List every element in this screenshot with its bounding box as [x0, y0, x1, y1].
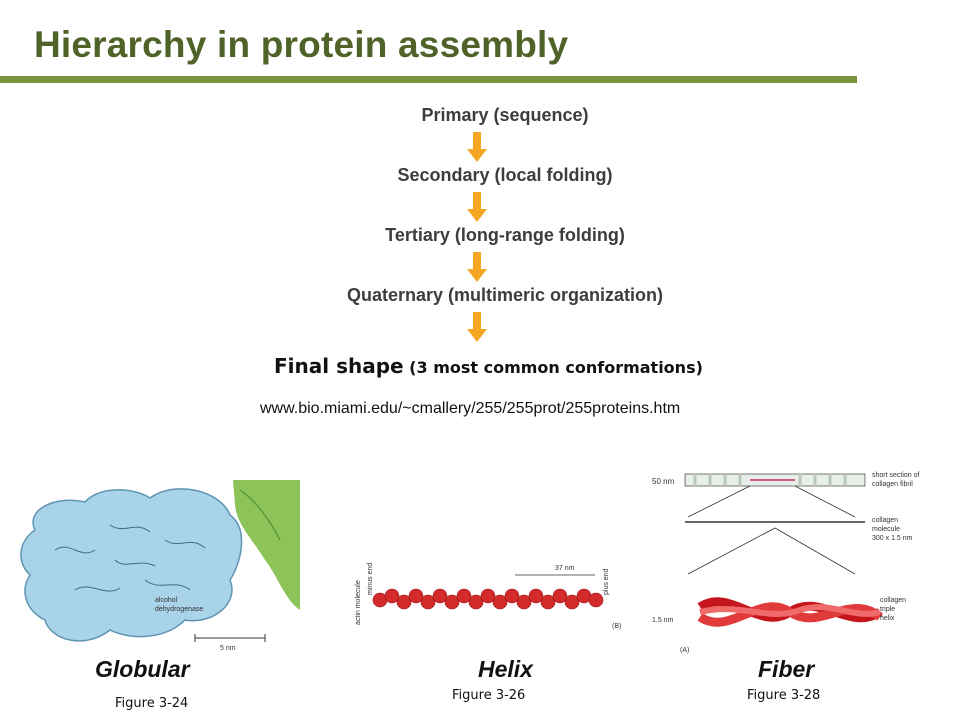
- level-secondary: Secondary (local folding): [397, 165, 613, 185]
- svg-text:minus end: minus end: [367, 563, 374, 595]
- svg-text:5 nm: 5 nm: [220, 645, 236, 652]
- level-tertiary: Tertiary (long-range folding): [385, 225, 625, 245]
- level-quaternary: Quaternary (multimeric organization): [346, 285, 664, 305]
- level-primary: Primary (sequence): [421, 105, 589, 125]
- svg-text:dehydrogenase: dehydrogenase: [155, 606, 203, 613]
- hierarchy-diagram: Primary (sequence) Secondary (local fold…: [340, 100, 670, 350]
- svg-text:50 nm: 50 nm: [652, 477, 675, 486]
- svg-text:helix: helix: [880, 615, 895, 622]
- svg-text:short section of: short section of: [872, 472, 920, 479]
- caption-globular: Globular: [95, 656, 190, 682]
- svg-text:molecule: molecule: [872, 526, 900, 533]
- caption-helix: Helix: [478, 656, 533, 682]
- svg-text:triple: triple: [880, 606, 895, 613]
- svg-text:plus end: plus end: [603, 568, 610, 595]
- svg-text:collagen: collagen: [872, 517, 898, 524]
- down-arrow-icon: [467, 252, 487, 282]
- svg-text:actin molecule: actin molecule: [355, 580, 362, 625]
- down-arrow-icon: [467, 192, 487, 222]
- down-arrow-icon: [467, 132, 487, 162]
- svg-text:alcohol: alcohol: [155, 597, 178, 604]
- svg-text:300 x 1.5 nm: 300 x 1.5 nm: [872, 535, 913, 542]
- fiber-collagen-image: 50 nm short section of collagen fibril c…: [650, 462, 945, 658]
- svg-text:collagen fibril: collagen fibril: [872, 481, 913, 488]
- svg-text:(B): (B): [612, 623, 621, 630]
- final-shape-note: (3 most common conformations): [409, 358, 703, 377]
- globular-protein-image: alcohol dehydrogenase 5 nm: [15, 480, 300, 656]
- final-shape-heading: Final shape (3 most common conformations…: [274, 354, 703, 378]
- final-shape-label: Final shape: [274, 354, 404, 378]
- svg-text:37 nm: 37 nm: [555, 565, 575, 572]
- down-arrow-icon: [467, 312, 487, 342]
- figure-globular: Figure 3-24: [115, 696, 189, 711]
- svg-text:(A): (A): [680, 647, 689, 654]
- helix-actin-image: actin molecule minus end plus end 37 nm …: [350, 540, 625, 635]
- svg-text:1.5 nm: 1.5 nm: [652, 617, 674, 624]
- title-underline: [0, 76, 857, 83]
- svg-text:collagen: collagen: [880, 597, 906, 604]
- slide-title: Hierarchy in protein assembly: [34, 24, 569, 65]
- caption-fiber: Fiber: [758, 656, 815, 682]
- figure-helix: Figure 3-26: [452, 688, 526, 703]
- source-url[interactable]: www.bio.miami.edu/~cmallery/255/255prot/…: [260, 400, 681, 417]
- figure-fiber: Figure 3-28: [747, 688, 821, 703]
